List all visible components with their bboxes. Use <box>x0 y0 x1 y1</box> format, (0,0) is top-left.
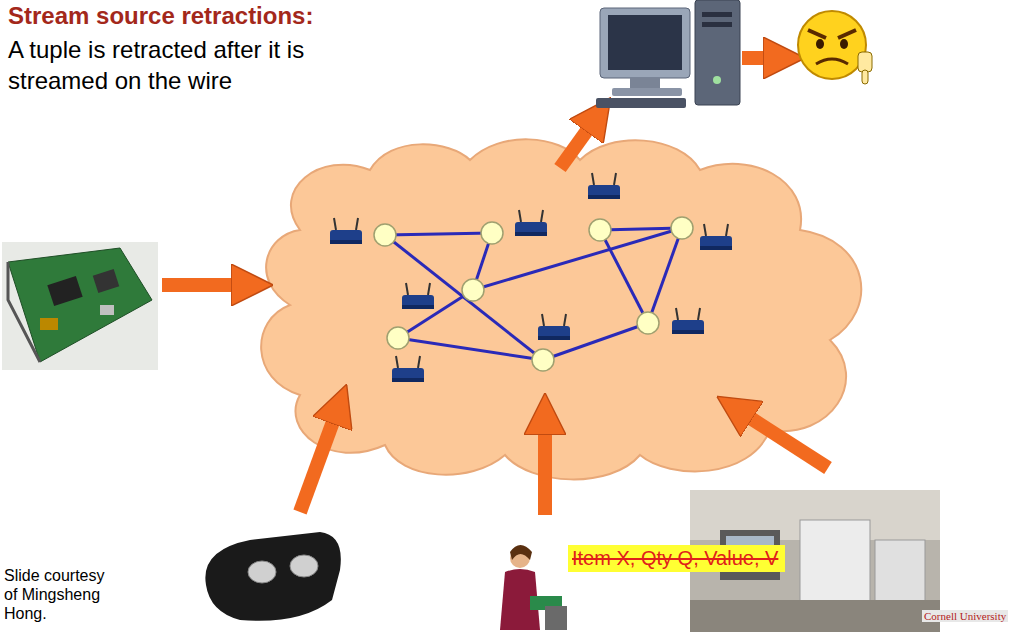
slide-title: Stream source retractions: <box>8 2 313 30</box>
desktop-computer <box>596 0 740 108</box>
flow-arrows <box>162 58 828 515</box>
circuit-board <box>2 242 158 370</box>
network-cloud <box>261 139 861 479</box>
university-logo: Cornell University <box>922 610 1008 622</box>
cashier-figure <box>500 545 567 630</box>
tuple-text: Item X, Qty Q, Value, V <box>572 546 781 570</box>
sensor-device <box>205 532 340 621</box>
retracted-tuple: Item X, Qty Q, Value, V <box>568 545 785 572</box>
network-links <box>385 228 682 360</box>
slide-text: A tuple is retracted after it is streame… <box>8 34 338 96</box>
router-icons <box>330 173 732 382</box>
network-nodes <box>374 217 693 371</box>
credit-note: Slide courtesy of Mingsheng Hong. <box>4 566 122 623</box>
angry-face <box>798 11 872 84</box>
